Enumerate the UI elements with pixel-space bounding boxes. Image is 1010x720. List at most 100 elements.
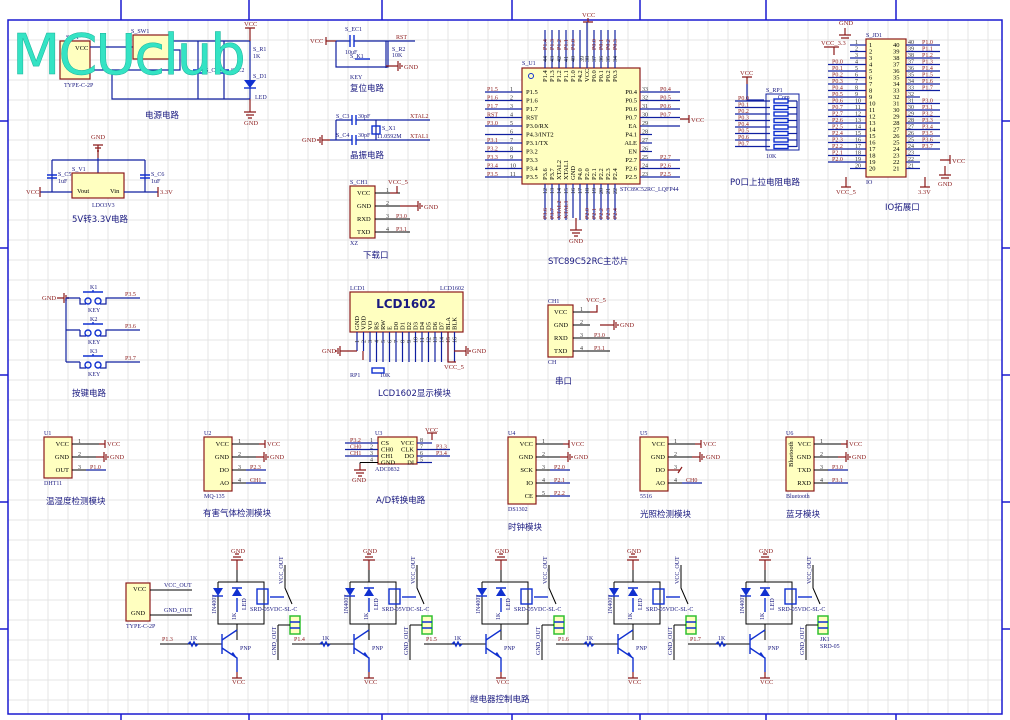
gnd-label: GND [706,454,720,461]
net-label: P1.6 [487,96,498,102]
net-label: P3.5 [922,131,933,137]
pin-number: 3 [542,465,545,471]
pin-name: RXD [554,335,568,342]
lcd-pin-name: BLA [445,317,452,330]
pnp-transistor-icon [759,652,765,658]
reset-gnd: GND [404,64,418,71]
pin-name: 32 [893,94,900,101]
pin-number: 36 [599,56,605,62]
led-res-label: 1K [628,612,634,620]
pin-number: 8 [855,86,858,92]
key-val: KEY [88,340,101,346]
net-label: P2.3 [606,208,612,219]
net-label: P2.7 [660,155,671,161]
pin-number: 29 [908,112,914,118]
gnd-out-wire [409,624,422,660]
net-label: RST [487,113,498,119]
pin-number: 14 [557,188,563,194]
pin-name: ALE [624,140,637,147]
pin-number: 34 [908,79,914,85]
pin-name: P1.7 [526,106,538,113]
led-label: LED [374,598,380,610]
pnp-transistor-icon [627,652,633,658]
led-ref: S_D1 [253,74,267,80]
p0-pullup-network[interactable]: VCC S_RP1 10K ComP0.0P0.1P0.2P0.3P0.4P0.… [730,70,801,188]
io-part: IO [866,180,873,186]
pin-name: P1.4 [542,70,549,82]
section-title-bt: 蓝牙模块 [786,509,821,520]
pin-name: VCC [56,441,69,448]
ldo-vin: Vin [110,188,120,195]
pin-number: 10 [510,164,516,170]
lcd-pin-name: D5 [426,322,433,330]
section-title-temp: 温湿度检测模块 [46,496,106,507]
relay-gnd: GND [627,548,641,555]
pin-number: 20 [855,164,861,170]
net-label: P0.2 [738,109,749,115]
sheet-grid [7,19,1002,714]
relay-part: SRD-05VDC-SL-C [646,607,693,613]
gnd-label: GND [574,454,588,461]
pin-name: 40 [893,42,900,49]
module-body [203,436,233,492]
pin-number: 22 [613,188,619,194]
typec-connector[interactable] [59,40,91,80]
pin-name: 23 [893,153,900,160]
pin-name: 20 [869,166,876,173]
lcd-title: LCD1602 [376,297,436,311]
pin-name: 17 [869,146,876,153]
lcd-pin-name: GND [354,316,361,330]
gnd-symbol [560,452,573,462]
relay-coil-icon [652,588,665,605]
net-label: P0.7 [832,105,843,111]
pin-name: 36 [893,68,900,75]
relay-gnd: GND [759,548,773,555]
pin-number: 15 [855,131,861,137]
relay-part: SRD-05VDC-SL-C [250,607,297,613]
net-label: P0.7 [660,113,671,119]
net-label: P1.4 [922,66,933,72]
lcd-gnd-left: GND [322,348,336,355]
ldo-regulator[interactable] [71,172,125,199]
relay-contact [416,565,425,605]
gnd-out-wire [541,624,554,660]
module-ref: U5 [640,431,647,437]
key-wire [66,329,140,337]
contrast-potentiometer[interactable] [371,367,385,374]
relay-power-connector[interactable]: VCC GND TYPE-C-2P VCC_OUT GND_OUT [125,582,193,630]
pin-name: P0.0 [591,70,598,82]
switch-ref: S_SW1 [131,29,149,35]
transistor-label: PNP [504,646,516,652]
resistor-element [773,143,789,150]
lcd-power-wire [350,332,460,363]
pin-name: P3.2 [526,149,538,156]
gnd-label: GND [244,120,258,127]
net-label: P3.0 [594,333,605,339]
pin-name: 33 [893,88,900,95]
relay-frame-wire [613,570,661,625]
net-label: P2.5 [660,172,671,178]
lcd1602-module[interactable]: LCD1 LCD1602 LCD1602 GND1VDD2VO3RS4RW5E6… [322,286,486,399]
power-switch[interactable] [132,34,172,60]
cap1-ref: S_C1 [205,68,218,74]
pin-name: P4.1 [625,132,637,139]
